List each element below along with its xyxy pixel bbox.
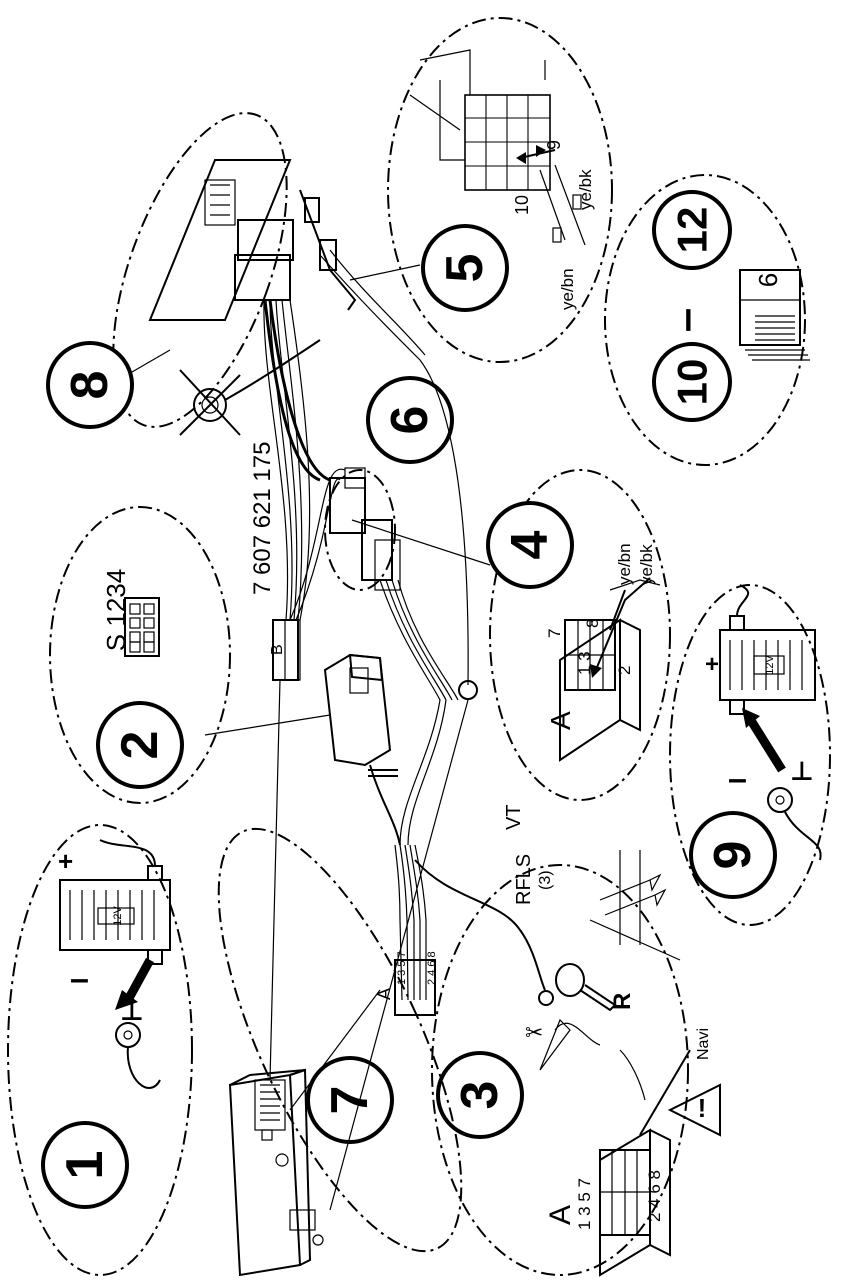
connector-b: B [269, 619, 301, 681]
step-8-badge: 8 [46, 341, 134, 429]
svg-text:5: 5 [436, 254, 494, 283]
interface-box-s [323, 653, 392, 767]
step-6-badge: 6 [366, 376, 454, 464]
svg-text:1: 1 [56, 1151, 114, 1180]
dip-switch-icon [124, 597, 160, 657]
step-8-dashed-outline [112, 112, 288, 428]
svg-text:2: 2 [111, 731, 169, 760]
step-2-badge: 2 [96, 701, 184, 789]
svg-text:12: 12 [669, 207, 716, 254]
step-1-badge: 1 [41, 1121, 129, 1209]
step-12-badge: 12 [652, 190, 732, 270]
rfls-pin-label: (3) [537, 870, 554, 890]
svg-text:!: ! [698, 1093, 707, 1123]
step-6-panel: 6 [324, 376, 491, 591]
part-number-label: 7 607 621 175 [249, 442, 276, 595]
step-9-panel: 12V + – ⊥ 9 [669, 584, 831, 926]
connector-a-label-step3: A [544, 1205, 577, 1225]
step-5-dashed-outline [387, 17, 613, 363]
step-10-badge: 10 [652, 342, 732, 422]
step-4-dashed-outline [489, 469, 671, 801]
fuse-box-illustration [148, 159, 294, 321]
svg-text:7: 7 [321, 1086, 379, 1115]
step-2-dashed-outline [49, 506, 231, 804]
ye-bn-label-step4: ye/bn [615, 543, 634, 585]
ye-bk-label-step4: ye/bk [637, 544, 656, 585]
step-3-badge: 3 [436, 1051, 524, 1139]
crossed-ground-icon [179, 339, 321, 436]
battery-voltage-label-9: 12V [764, 655, 776, 675]
step-3-dashed-outline [431, 864, 689, 1276]
step-7-dashed-outline [217, 827, 463, 1253]
harness-plug-6 [329, 467, 401, 591]
connect-arrow-icon [748, 719, 786, 773]
connector-grid-step5 [464, 94, 551, 191]
ye-bk-label-step5: ye/bk [576, 169, 595, 210]
step-2-panel: 2 S 1234 [49, 506, 331, 804]
battery-illustration-1: 12V [59, 839, 171, 965]
svg-text:✂: ✂ [525, 1020, 543, 1045]
pins-even-step3: 2 4 6 8 [645, 1170, 664, 1222]
svg-text:4: 4 [501, 530, 559, 559]
svg-text:9: 9 [704, 841, 762, 870]
pins-odd-main: 1 3 5 7 [396, 951, 408, 985]
pin1-3-step4: 1 3 [575, 651, 594, 675]
step-1-dashed-outline [7, 824, 193, 1276]
connector-a-housing-step3 [599, 1128, 671, 1277]
pin7-step4: 7 [545, 629, 564, 638]
battery-minus-label-9: – [728, 760, 747, 798]
manual-page-label: 6 [753, 273, 783, 287]
step-7-panel: 7 [217, 827, 463, 1277]
gear-pattern-icon [589, 850, 681, 961]
rfls-label: RFLS [513, 854, 535, 905]
navi-label: Navi [695, 1028, 712, 1060]
warning-triangle-icon: ! [667, 1083, 721, 1137]
connector-b-label: B [269, 644, 286, 655]
ye-bn-label-step5: ye/bn [558, 268, 577, 310]
disconnect-arrow-icon [124, 957, 154, 1003]
step-3-panel: 3 A 1 3 5 7 2 4 6 8 ✂ Navi ! RFLS (3) VT [431, 804, 721, 1277]
switch-label: S 1234 [101, 569, 131, 651]
gear-shift-knob-icon [555, 963, 617, 1012]
pin8-step4: 8 [583, 619, 602, 628]
step-10-12-panel: 10 – 12 6 [604, 174, 810, 466]
connector-a-housing-step4 [559, 618, 641, 762]
svg-text:8: 8 [61, 371, 119, 400]
svg-text:10: 10 [669, 359, 716, 406]
step-1-panel: 12V + – ⊥ 1 [7, 824, 193, 1276]
reverse-label: R [609, 993, 636, 1010]
pin2-step4: 2 [615, 666, 634, 675]
svg-text:3: 3 [451, 1081, 509, 1110]
step-10-12-dashed-outline [604, 174, 806, 466]
step-7-badge: 7 [306, 1056, 394, 1144]
battery-plus-label-1: + [58, 846, 73, 876]
wire-cutter-icon: ✂ [525, 1018, 646, 1101]
battery-voltage-label-1: 12V [112, 906, 124, 926]
step-8-panel: 8 [46, 112, 321, 436]
step-4-panel: 4 A 7 8 1 3 2 ye/bn ye/bk [486, 469, 671, 801]
pin10-step5: 10 [512, 195, 532, 215]
ground-symbol-9: ⊥ [790, 756, 814, 786]
pin9-step5: 9 [544, 140, 564, 150]
step-9-dashed-outline [669, 584, 831, 926]
step-9-badge: 9 [689, 811, 777, 899]
step-5-panel: 5 9 10 ye/bn ye/bk [387, 17, 613, 363]
pins-odd-step3: 1 3 5 7 [575, 1178, 594, 1230]
step-5-badge: 5 [421, 224, 509, 312]
step-6-dashed-outline [324, 469, 396, 591]
wiring-harness: 7 607 621 175 B [249, 189, 554, 1211]
battery-plus-label-9: + [705, 651, 719, 678]
battery-illustration-9: 12V [719, 584, 816, 715]
vt-label: VT [503, 804, 525, 830]
svg-text:6: 6 [381, 406, 439, 435]
step-range-dash: – [661, 308, 710, 332]
battery-minus-label-1: – [70, 960, 89, 998]
manual-book-icon: 6 [739, 269, 810, 361]
step-4-badge: 4 [486, 501, 574, 589]
pins-even-main: 2 4 6 8 [426, 951, 438, 985]
